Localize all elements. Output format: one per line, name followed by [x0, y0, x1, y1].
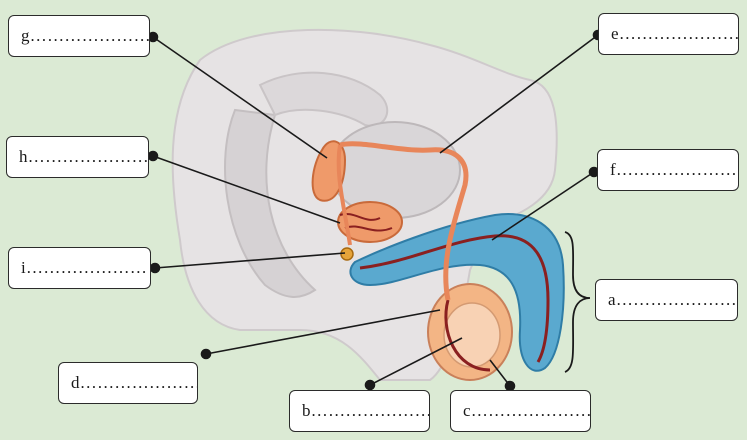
- label-c[interactable]: c…………………: [450, 390, 591, 432]
- leader-h-dot: [149, 152, 158, 161]
- bladder: [330, 122, 460, 218]
- label-i[interactable]: i…………………: [8, 247, 151, 289]
- testis: [444, 303, 500, 367]
- label-a[interactable]: a…………………: [595, 279, 738, 321]
- bulbourethral-gland: [341, 248, 353, 260]
- label-d[interactable]: d…………………: [58, 362, 198, 404]
- label-g[interactable]: g…………………: [8, 15, 150, 57]
- label-f[interactable]: f…………………: [597, 149, 739, 191]
- leader-b-dot: [366, 381, 375, 390]
- label-h[interactable]: h…………………: [6, 136, 149, 178]
- label-b[interactable]: b…………………: [289, 390, 430, 432]
- label-e[interactable]: e…………………: [598, 13, 739, 55]
- penis-bracket: [565, 232, 590, 372]
- leader-d-dot: [202, 350, 211, 359]
- leader-i-dot: [151, 264, 160, 273]
